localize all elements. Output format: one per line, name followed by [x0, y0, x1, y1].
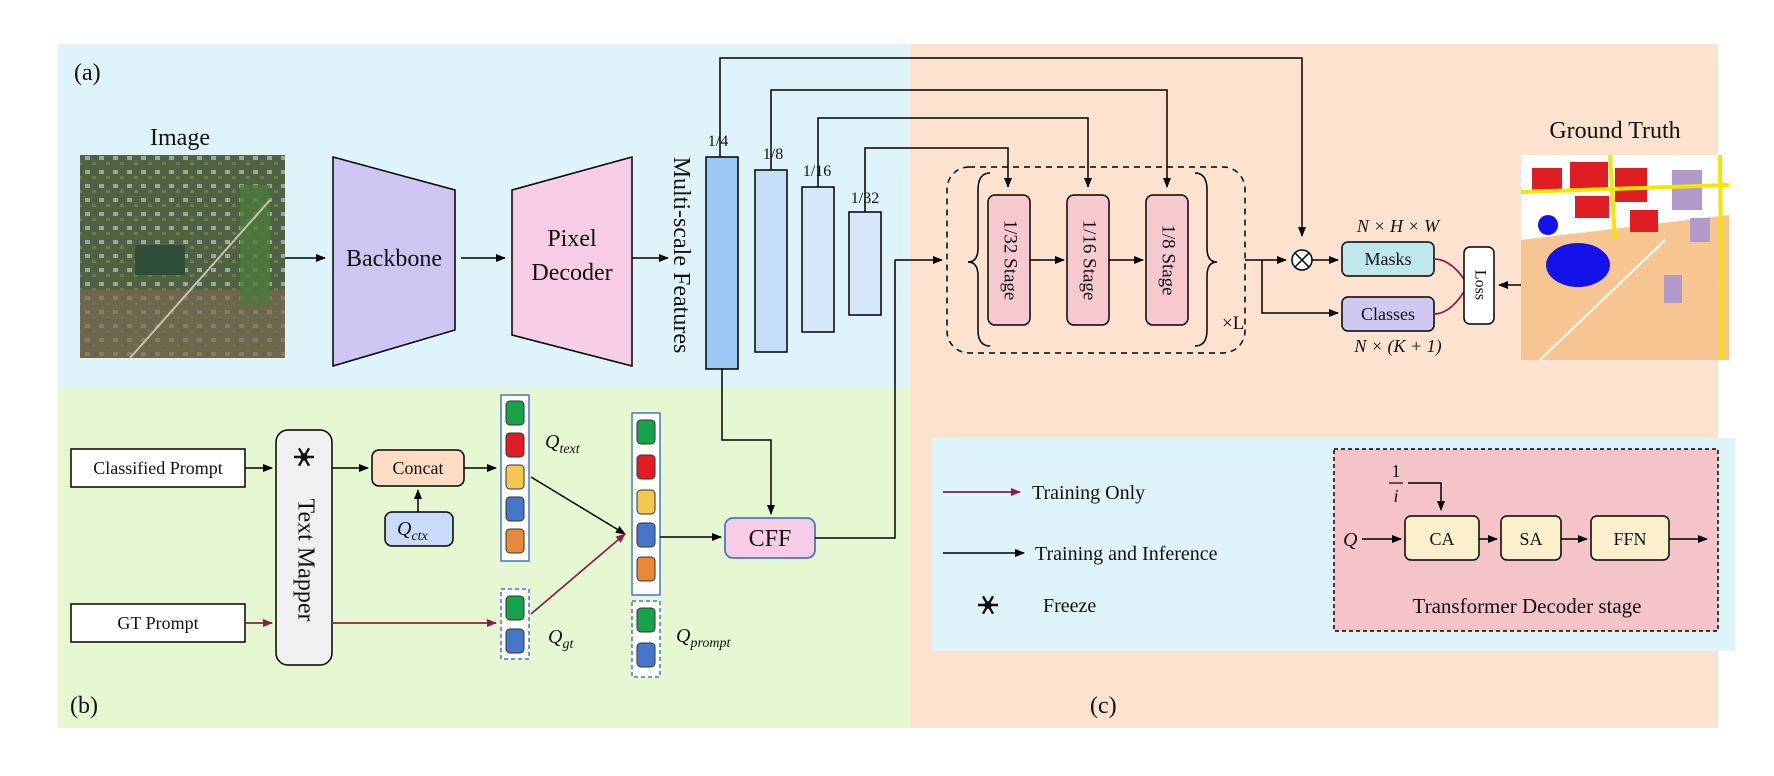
classified-prompt-label: Classified Prompt [93, 458, 223, 478]
multi-scale-label: Multi-scale Features [668, 157, 694, 354]
feature-bar-1-4 [705, 156, 739, 370]
q-text-token-1 [505, 400, 525, 426]
gt-prompt-label: GT Prompt [117, 613, 198, 633]
text-mapper-label: Text Mapper [292, 499, 318, 622]
ground-truth-map [1520, 154, 1730, 361]
q-text-token-2 [505, 432, 525, 458]
loss-box [1463, 246, 1495, 325]
q-gt-label: Qgt [548, 626, 574, 652]
feature-bar-1-8 [754, 169, 788, 353]
q-ctx-label: Qctx [397, 518, 429, 544]
stages-repeat-box [946, 166, 1246, 354]
masks-label: Masks [1364, 249, 1411, 269]
qgt-to-prompt-arrow [530, 533, 626, 615]
panel-a-label: (a) [74, 60, 101, 86]
loss-label: Loss [1471, 270, 1488, 300]
q-gt-token-2 [505, 628, 525, 654]
backbone-label: Backbone [346, 246, 442, 272]
frac-numerator: 1 [1392, 461, 1401, 481]
gt-prompt-box [70, 603, 246, 643]
scale-label-1-16: 1/16 [803, 163, 831, 180]
mask-formula: N × H × W [1356, 216, 1441, 236]
cff-label: CFF [749, 526, 792, 552]
training-only-label: Training Only [1032, 482, 1145, 504]
stage-1-8 [1145, 194, 1189, 326]
qtext-to-prompt-arrow [530, 476, 626, 535]
q-text-label: Qtext [545, 431, 581, 457]
q-gt-token-1 [505, 595, 525, 621]
backbone-block [332, 156, 456, 368]
training-inference-label: Training and Inference [1035, 543, 1218, 565]
feature-bar-1-16 [801, 186, 835, 333]
satellite-image [80, 155, 285, 359]
q-ctx-box [384, 511, 454, 547]
ffn-label: FFN [1613, 529, 1646, 549]
repeat-label: ×L [1222, 313, 1244, 334]
feature-bar-1-32 [848, 211, 882, 316]
q-text-token-5 [505, 528, 525, 554]
sa-block [1500, 515, 1562, 561]
cff-to-stages-path [815, 260, 896, 539]
stages-right-brace [1194, 172, 1218, 347]
snowflake-icon [294, 447, 314, 467]
skip-arrow-1-4-to-mask [719, 57, 1306, 237]
classified-prompt-box [70, 448, 246, 488]
ground-truth-title: Ground Truth [1549, 118, 1680, 144]
frac-to-ca-arrow [1408, 482, 1445, 511]
feature-to-cff-arrow [721, 369, 775, 515]
q-prompt-token-4 [636, 522, 656, 548]
decoder-stage-title: Transformer Decoder stage [1413, 594, 1642, 618]
legend-snowflake-icon [978, 595, 998, 615]
text-mapper-box[interactable] [275, 429, 333, 666]
q-prompt-label: Qprompt [676, 625, 731, 651]
scale-label-1-8: 1/8 [763, 146, 783, 163]
ffn-block [1590, 515, 1670, 561]
image-title: Image [150, 125, 210, 151]
skip-arrow-1-16-to-stage [817, 117, 1092, 188]
class-formula: N × (K + 1) [1353, 336, 1441, 357]
sa-label: SA [1519, 529, 1542, 549]
q-prompt-token-5 [636, 556, 656, 582]
pixel-decoder-label-line2: Decoder [531, 260, 612, 286]
q-prompt-token-2 [636, 454, 656, 480]
scale-label-1-4: 1/4 [708, 133, 728, 150]
frac-denominator: i [1393, 486, 1398, 506]
pixel-decoder-label-line1: Pixel [547, 226, 597, 252]
q-text-token-4 [505, 496, 525, 522]
panel-b-label: (b) [70, 693, 98, 719]
ca-block [1404, 515, 1480, 561]
stage-1-32-label: 1/32 Stage [1000, 220, 1021, 301]
q-prompt-token-1 [636, 419, 656, 445]
q-prompt-token-3 [636, 489, 656, 515]
tensor-product-icon [1291, 249, 1313, 271]
q-prompt-token-7 [636, 642, 656, 668]
skip-arrow-1-8-to-stage [770, 89, 1171, 188]
decoder-q-label: Q [1343, 529, 1358, 551]
ca-label: CA [1429, 529, 1454, 549]
concat-label: Concat [393, 458, 444, 478]
freeze-label: Freeze [1043, 595, 1096, 617]
stages-to-classes-arrow [1261, 260, 1339, 317]
stages-left-brace [967, 172, 991, 347]
panel-c-label: (c) [1090, 693, 1117, 719]
stage-1-8-label: 1/8 Stage [1158, 224, 1179, 295]
classes-label: Classes [1361, 304, 1415, 324]
stage-1-16-label: 1/16 Stage [1079, 220, 1100, 301]
q-prompt-token-6 [636, 607, 656, 633]
pixel-decoder-block [511, 156, 633, 367]
q-text-token-3 [505, 464, 525, 490]
